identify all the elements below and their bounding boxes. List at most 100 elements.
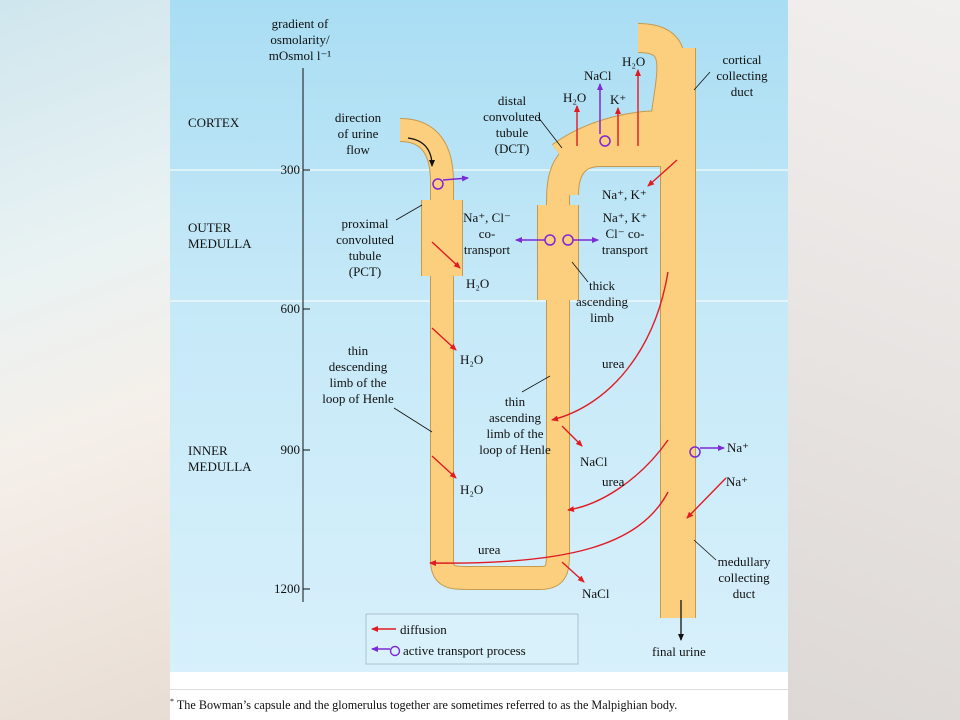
label-final-urine: final urine (652, 644, 706, 659)
svg-text:duct: duct (731, 84, 754, 99)
svg-text:tubule: tubule (349, 248, 382, 263)
nephron-tubule (399, 23, 696, 618)
pump-medullary-duct (689, 446, 701, 458)
label-cotransport-left: Na⁺, Cl⁻ co- transport (463, 210, 511, 257)
svg-text:mOsmol l⁻¹: mOsmol l⁻¹ (269, 48, 332, 63)
svg-text:Cl⁻ co-: Cl⁻ co- (606, 226, 645, 241)
svg-text:transport: transport (464, 242, 511, 257)
svg-text:thin: thin (348, 343, 369, 358)
label-medullary-collecting-duct: medullary collecting duct (718, 554, 771, 601)
label-pct: proximal convoluted tubule (PCT) (336, 216, 394, 279)
region-outer-medulla: OUTER MEDULLA (188, 220, 252, 251)
nacl-mid: NaCl (580, 454, 608, 469)
svg-text:MEDULLA: MEDULLA (188, 459, 252, 474)
footnote: * The Bowman’s capsule and the glomerulu… (170, 689, 788, 714)
label-thick-ascending-limb: thick ascending limb (576, 278, 628, 325)
region-inner-medulla: INNER MEDULLA (188, 443, 252, 474)
nephron-diagram: 300 600 900 1200 gradient of osmolarity/… (170, 0, 788, 672)
tick-label-1200: 1200 (274, 581, 300, 596)
tick-label-600: 600 (281, 301, 301, 316)
h2o-pct: H₂O (466, 276, 489, 291)
svg-text:INNER: INNER (188, 443, 228, 458)
svg-text:ascending: ascending (489, 410, 541, 425)
h2o-top-right: H₂O (622, 54, 645, 69)
svg-text:distal: distal (498, 93, 527, 108)
svg-text:gradient of: gradient of (272, 16, 329, 31)
molecule-labels: NaCl H₂O H₂O K⁺ H₂O H₂O H₂O urea NaCl ur… (460, 54, 749, 601)
label-dct: distal convoluted tubule (DCT) (483, 93, 541, 156)
label-direction-of-flow: direction of urine flow (335, 110, 382, 157)
svg-text:loop of Henle: loop of Henle (322, 391, 394, 406)
svg-text:ascending: ascending (576, 294, 628, 309)
tick-label-300: 300 (281, 162, 301, 177)
k-top: K⁺ (610, 92, 626, 107)
svg-text:cortical: cortical (723, 52, 762, 67)
urea-mid: urea (602, 474, 625, 489)
svg-text:MEDULLA: MEDULLA (188, 236, 252, 251)
h2o-top-left: H₂O (563, 90, 586, 105)
na-diffuse: Na⁺ (726, 474, 748, 489)
label-cotransport-right: Na⁺, K⁺ Cl⁻ co- transport (602, 210, 649, 257)
legend-active-pump (389, 645, 401, 657)
svg-text:limb of the: limb of the (329, 375, 386, 390)
region-cortex: CORTEX (188, 115, 240, 130)
pct-leader (395, 204, 423, 221)
nacl-top: NaCl (584, 68, 612, 83)
dct-loop (562, 150, 672, 196)
footnote-text: The Bowman’s capsule and the glomerulus … (174, 698, 678, 713)
label-cortical-collecting-duct: cortical collecting duct (716, 52, 768, 99)
na-active: Na⁺ (727, 440, 749, 455)
pump-dct (599, 135, 611, 147)
svg-text:loop of Henle: loop of Henle (479, 442, 551, 457)
nacl-bottom: NaCl (582, 586, 610, 601)
svg-text:proximal: proximal (342, 216, 389, 231)
thin-ascending-leader (521, 375, 551, 393)
svg-text:limb: limb (590, 310, 614, 325)
svg-text:direction: direction (335, 110, 382, 125)
svg-text:OUTER: OUTER (188, 220, 232, 235)
slide-panel: 300 600 900 1200 gradient of osmolarity/… (170, 0, 788, 720)
svg-text:collecting: collecting (716, 68, 768, 83)
svg-text:flow: flow (346, 142, 370, 157)
label-thin-ascending-limb: thin ascending limb of the loop of Henle (479, 394, 551, 457)
svg-text:osmolarity/: osmolarity/ (270, 32, 330, 47)
tick-label-900: 900 (281, 442, 301, 457)
background-photo-right (788, 0, 960, 720)
svg-text:descending: descending (329, 359, 388, 374)
svg-text:duct: duct (733, 586, 756, 601)
svg-text:thick: thick (589, 278, 615, 293)
medullary-duct-leader (693, 539, 717, 561)
svg-text:transport: transport (602, 242, 649, 257)
svg-text:Na⁺, K⁺: Na⁺, K⁺ (603, 210, 648, 225)
svg-text:(PCT): (PCT) (349, 264, 382, 279)
cortical-duct-leader (693, 71, 711, 91)
svg-text:limb of the: limb of the (486, 426, 543, 441)
legend-active-label: active transport process (403, 643, 526, 658)
axis-title: gradient of osmolarity/ mOsmol l⁻¹ (269, 16, 332, 63)
svg-text:tubule: tubule (496, 125, 529, 140)
svg-text:of urine: of urine (338, 126, 379, 141)
dct-leader (537, 116, 563, 149)
svg-text:thin: thin (505, 394, 526, 409)
h2o-desc-2: H₂O (460, 482, 483, 497)
background-photo-left (0, 0, 170, 720)
h2o-desc-1: H₂O (460, 352, 483, 367)
legend-diffusion-label: diffusion (400, 622, 447, 637)
thin-descending-leader (393, 407, 433, 433)
label-na-k-secretion: Na⁺, K⁺ (602, 187, 647, 202)
flow-direction-arrow (407, 137, 435, 167)
label-thin-descending-limb: thin descending limb of the loop of Henl… (322, 343, 394, 406)
svg-text:(DCT): (DCT) (495, 141, 530, 156)
active-transport-arrows (432, 83, 725, 458)
thick-limb-leader (571, 261, 589, 283)
svg-text:co-: co- (479, 226, 496, 241)
legend: diffusion active transport process (365, 613, 579, 665)
svg-text:collecting: collecting (718, 570, 770, 585)
svg-text:medullary: medullary (718, 554, 771, 569)
diffusion-arrows (429, 69, 727, 583)
svg-text:convoluted: convoluted (483, 109, 541, 124)
svg-text:Na⁺, Cl⁻: Na⁺, Cl⁻ (463, 210, 511, 225)
svg-text:convoluted: convoluted (336, 232, 394, 247)
legend-box (365, 613, 579, 665)
footnote-marker: * (170, 697, 174, 706)
